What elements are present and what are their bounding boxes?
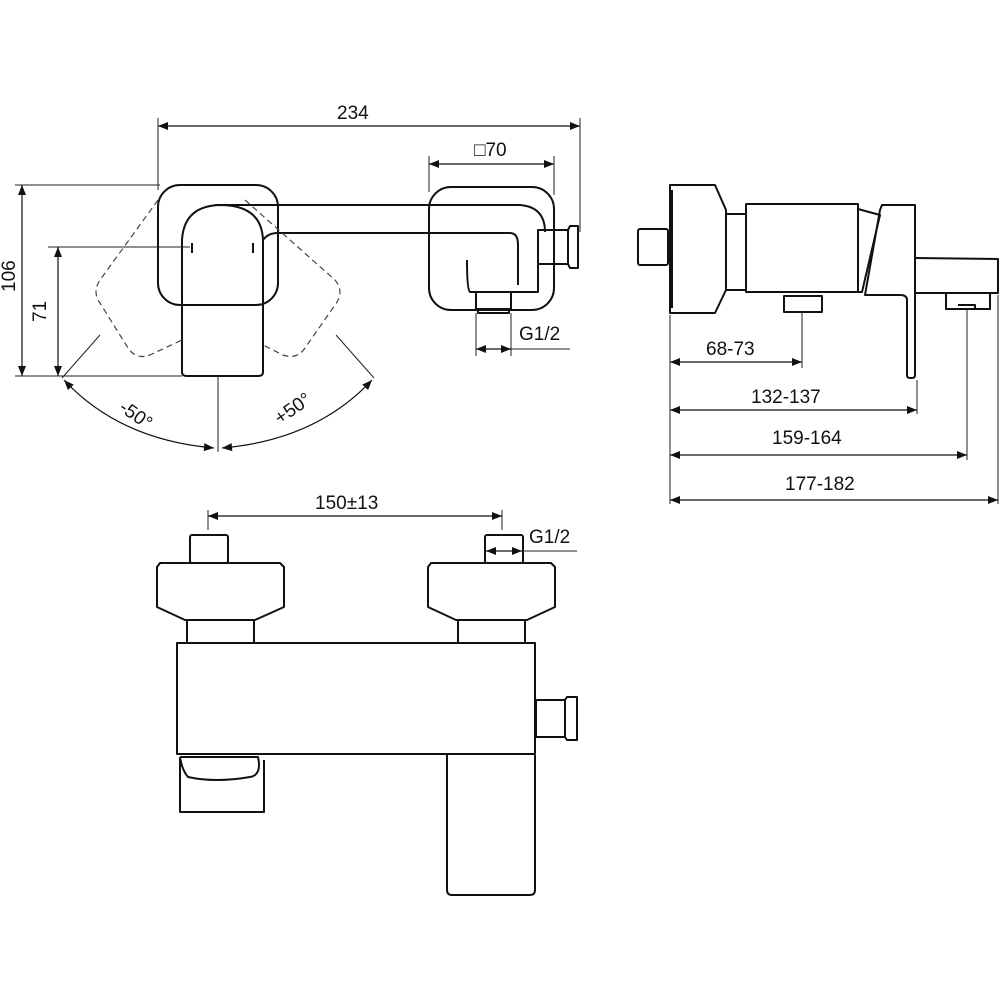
front-view: 234 □70 106 71 -50° +50° G1/2 [0,103,581,452]
lever-top [446,755,536,896]
handle-marks [191,243,254,253]
right-inlet-stub [484,534,524,564]
dim-177-182-label: 177-182 [785,474,855,495]
dim-234-label: 234 [337,103,369,124]
dim-150-label: 150±13 [315,493,378,514]
mixer-body [745,203,859,293]
spout-top [179,756,265,813]
angle-right-label: +50° [271,389,316,429]
mixer-body-top [176,642,536,755]
lever [864,204,916,379]
handle-rotated-left [95,199,183,358]
dim-132-137-label: 132-137 [751,387,821,408]
dim-71-label: 71 [30,301,51,322]
left-cap [156,562,285,621]
diverter-body [466,232,539,293]
spout-arm [215,204,546,285]
dim-extension-lines [15,118,581,452]
inlet-cap [669,184,727,314]
left-neck [186,619,255,644]
outlet-nut [783,295,823,313]
spout [914,257,999,294]
inlet-stub [637,228,669,266]
dim-106-label: 106 [0,260,20,292]
right-cap [427,562,556,621]
body-taper [857,208,881,293]
handle-rotated-right [244,199,341,358]
inlet-thread-label: G1/2 [529,527,570,548]
side-connector [537,225,579,269]
left-escutcheon [157,184,279,306]
right-neck [457,619,526,644]
side-view: 68-73 132-137 159-164 177-182 [637,184,999,504]
outlet-nozzle [475,292,512,314]
side-dim-extensions [669,295,999,504]
top-view: 150±13 G1/2 [156,493,578,896]
angle-arc-right [221,379,373,452]
side-connector-top [535,696,578,741]
angle-arc-left [63,379,215,452]
angle-left-label: -50° [115,397,156,434]
spout-outlet [945,294,991,310]
left-inlet-stub [189,534,229,564]
dim-70-label: □70 [474,140,507,161]
outlet-thread-label: G1/2 [519,324,560,345]
cap-neck [725,213,747,291]
dim-159-164-label: 159-164 [772,428,842,449]
handle [181,204,264,377]
dim-68-73-label: 68-73 [706,339,755,360]
